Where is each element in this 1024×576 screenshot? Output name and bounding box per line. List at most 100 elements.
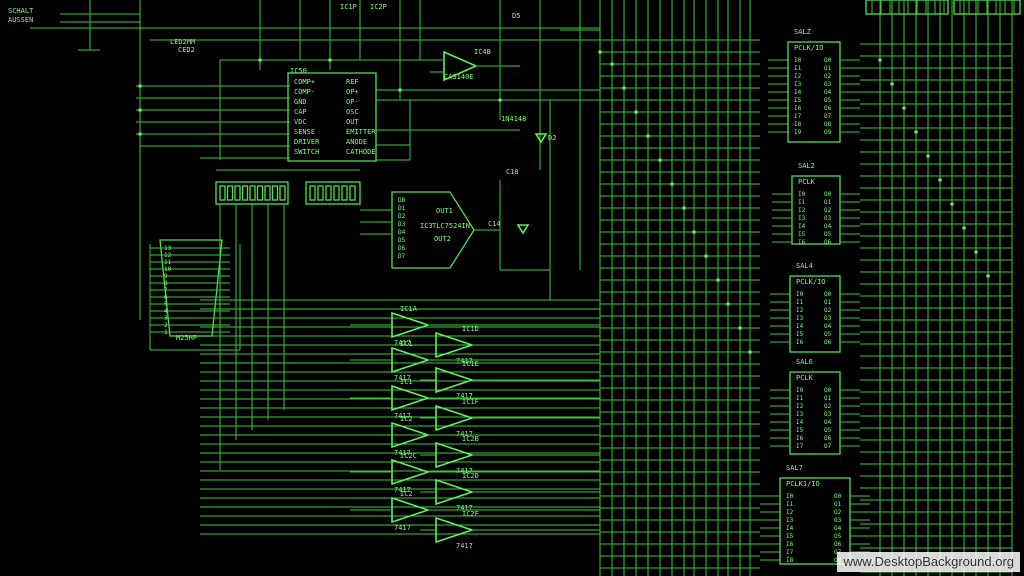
label-ic3: IC3 — [420, 222, 433, 230]
diode-symbol — [534, 133, 548, 144]
latch-5-in: I3 — [786, 517, 794, 524]
buffer-label: IC2 — [400, 415, 413, 423]
latch-5-title: SAL7 — [786, 464, 803, 472]
buffer-label: IC2D — [462, 472, 479, 480]
label-ic4b: IC4B — [474, 48, 491, 56]
junction-dot — [692, 230, 696, 234]
junction-dot — [926, 154, 930, 158]
latch-4-out: O1 — [824, 395, 832, 402]
resistor-element — [264, 185, 271, 201]
ic-main-pin-left: VDC — [294, 118, 307, 126]
latch-4-out: O2 — [824, 403, 832, 410]
label-connector: M25HP — [176, 334, 197, 342]
latch-5-clock: PCLK1/IO — [786, 480, 820, 488]
resistor-element — [226, 185, 234, 201]
latch-5-out: O4 — [834, 525, 842, 532]
latch-3-title: SAL4 — [796, 262, 813, 270]
ic-main-pin-right: ANODE — [346, 138, 367, 146]
buffer-number: 7417 — [394, 524, 411, 532]
connector-pin: 9 — [164, 273, 168, 280]
connector-pin: 8 — [164, 280, 168, 287]
latch-2-in: I5 — [798, 231, 806, 238]
latch-3-in: I2 — [796, 307, 804, 314]
latch-4-in: I7 — [796, 443, 804, 450]
latch-1-out: O1 — [824, 65, 832, 72]
connector-pin: 12 — [164, 252, 172, 259]
latch-2-title: SAL2 — [798, 162, 815, 170]
latch-4-out: O7 — [824, 443, 832, 450]
buffer-gate — [435, 478, 475, 506]
ic-main-pin-right: OP+ — [346, 88, 359, 96]
resistor-element — [234, 185, 241, 201]
label-out2: OUT2 — [434, 235, 451, 243]
latch-1-in: I5 — [794, 97, 802, 104]
latch-1-in: I3 — [794, 81, 802, 88]
latch-4-in: I6 — [796, 435, 804, 442]
junction-dot — [622, 86, 626, 90]
latch-1-out: O3 — [824, 81, 832, 88]
buffer-number: 7417 — [394, 339, 411, 347]
junction-dot — [704, 254, 708, 258]
latch-2-clock: PCLK — [798, 178, 816, 186]
ic-main-pin-right: EMITTER — [346, 128, 376, 136]
junction-dot — [962, 226, 966, 230]
buffer-number: 7417 — [394, 374, 411, 382]
label-ic1p: IC1P — [340, 3, 357, 11]
connector-pin: 7 — [164, 287, 168, 294]
latch-3-out: O6 — [824, 339, 832, 346]
dac-pin: D5 — [398, 237, 406, 244]
label-led: LED2MM — [170, 38, 195, 46]
latch-2-out: O6 — [824, 239, 832, 246]
latch-1-out: O7 — [824, 113, 832, 120]
label-schalt: SCHALT — [8, 7, 34, 15]
latch-5-out: O1 — [834, 501, 842, 508]
buffer-gate — [391, 346, 431, 374]
ic-main-pin-right: REF — [346, 78, 359, 86]
latch-1-in: I9 — [794, 129, 802, 136]
latch-3-in: I3 — [796, 315, 804, 322]
buffer-number: 7417 — [456, 430, 473, 438]
buffer-number: 7417 — [456, 357, 473, 365]
dac-pin: D2 — [398, 213, 406, 220]
ic-main-pin-left: DRIVER — [294, 138, 320, 146]
junction-dot — [658, 158, 662, 162]
connector-pin: 5 — [164, 301, 168, 308]
buffer-number: 7417 — [456, 542, 473, 550]
ic-main-pin-left: CAP — [294, 108, 307, 116]
latch-3-out: O1 — [824, 299, 832, 306]
latch-2-out: O5 — [824, 231, 832, 238]
latch-5-out: O0 — [834, 493, 842, 500]
latch-5-in: I0 — [786, 493, 794, 500]
connector-pin: 3 — [164, 315, 168, 322]
latch-4-in: I5 — [796, 427, 804, 434]
resistor-element — [325, 185, 332, 201]
resistor-network — [305, 181, 361, 205]
connector-pin: 10 — [164, 266, 172, 273]
latch-1-in: I4 — [794, 89, 802, 96]
connector-pin: 13 — [164, 245, 172, 252]
ic-main-pin-right: CATHODE — [346, 148, 376, 156]
latch-1-out: O0 — [824, 57, 832, 64]
label-ca3140e: CA3140E — [444, 73, 474, 81]
junction-dot — [682, 206, 686, 210]
label-ced2: CED2 — [178, 46, 195, 54]
junction-dot — [938, 178, 942, 182]
dac-pin: D4 — [398, 229, 406, 236]
resistor-element — [271, 185, 279, 201]
latch-2-in: I4 — [798, 223, 806, 230]
latch-1-in: I2 — [794, 73, 802, 80]
latch-2-in: I3 — [798, 215, 806, 222]
dac-pin: DB — [398, 197, 406, 204]
buffer-gate — [435, 441, 475, 469]
latch-2-out: O2 — [824, 207, 832, 214]
latch-5-out: O3 — [834, 517, 842, 524]
latch-1-out: O4 — [824, 89, 832, 96]
latch-4-in: I0 — [796, 387, 804, 394]
junction-dot — [878, 58, 882, 62]
latch-4-clock: PCLK — [796, 374, 814, 382]
buffer-label: IC1E — [462, 360, 479, 368]
connector-pin: 11 — [164, 259, 172, 266]
resistor-element — [219, 185, 226, 201]
latch-5-out: O5 — [834, 533, 842, 540]
buffer-label: IC2 — [400, 490, 413, 498]
